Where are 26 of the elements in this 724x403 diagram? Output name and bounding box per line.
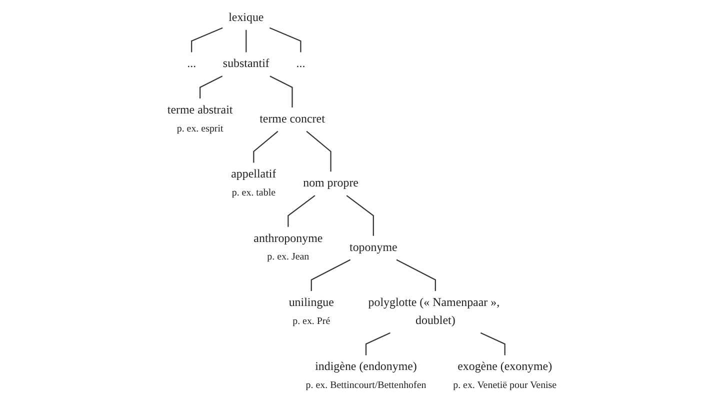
connector: [346, 195, 374, 236]
node-text: polyglotte (« Namenpaar », doublet): [368, 296, 500, 327]
node-text: indigène (endonyme) p. ex. Bettincourt/Bettenhofen: [306, 360, 426, 390]
node-text: anthroponyme p. ex. Jean: [254, 232, 323, 262]
node-text: appellatif p. ex. table: [231, 168, 276, 198]
connector: [365, 332, 390, 356]
connector: [480, 332, 506, 356]
connector: [288, 195, 316, 227]
node-text: exogène (exonyme) p. ex. Venetië pour Venise: [453, 360, 557, 390]
connector: [246, 30, 247, 52]
node-text: substantif: [222, 57, 270, 70]
node-text: toponyme: [350, 241, 398, 254]
connector: [310, 259, 351, 292]
node-text: ...: [187, 57, 196, 70]
connector: [269, 27, 302, 52]
node-text: terme concret: [260, 112, 325, 126]
node-text: ...: [296, 57, 306, 70]
node-text: unilingue p. ex. Pré: [288, 296, 334, 326]
connector: [306, 130, 332, 172]
connector: [200, 76, 223, 98]
connector: [191, 27, 223, 52]
node-text: nom propre: [303, 176, 358, 190]
node-text: lexique: [228, 11, 264, 24]
connector: [253, 130, 278, 163]
connector: [396, 259, 436, 292]
node-text: terme abstrait p. ex. esprit: [167, 104, 233, 134]
